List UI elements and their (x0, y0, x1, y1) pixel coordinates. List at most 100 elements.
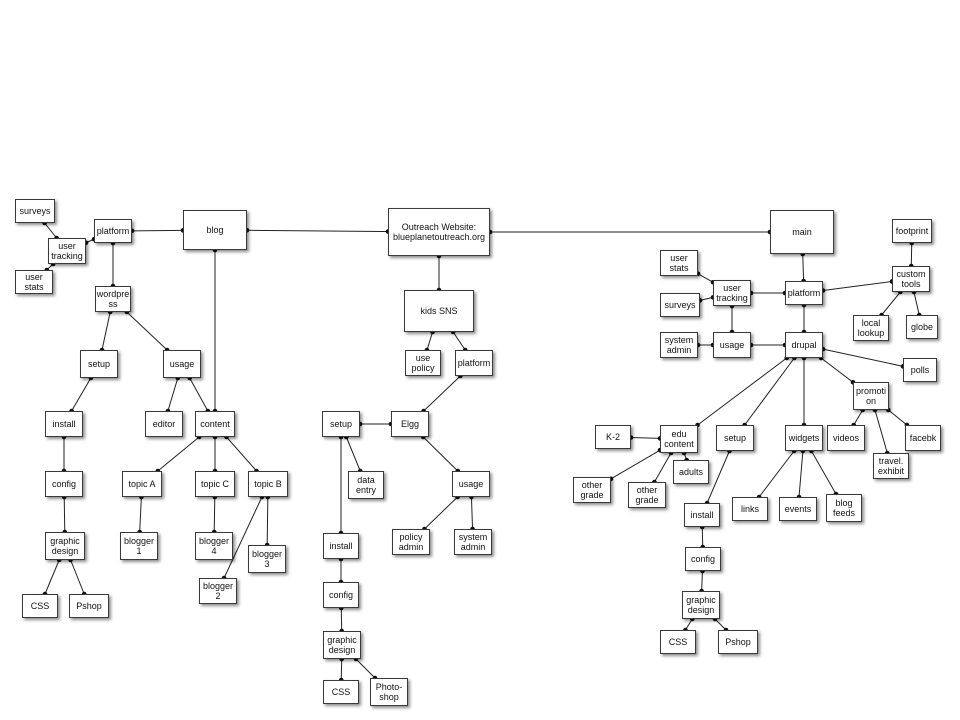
node-b-userstats: user stats (15, 270, 53, 294)
node-b-blogger4: blogger 4 (195, 532, 233, 560)
node-m-surveys: surveys (660, 293, 700, 317)
connector-k_usage-k_systemadmin (470, 496, 474, 530)
connector-m_educontent-m_othergrade1 (610, 449, 661, 480)
connector-root-blog (246, 229, 389, 233)
connector-blog-b_platform (131, 229, 184, 232)
node-k-graphic: graphic design (323, 631, 361, 659)
node-b-content: content (195, 411, 235, 437)
node-m-facebk: facebk (905, 425, 941, 451)
node-main: main (770, 210, 834, 254)
node-m-links: links (732, 497, 768, 521)
node-kids: kids SNS (404, 290, 474, 332)
connector-kids-k_usepolicy (426, 331, 434, 351)
node-m-blogfeeds: blog feeds (826, 494, 862, 522)
node-m-globe: globe (906, 315, 938, 339)
node-b-blogger2: blogger 2 (199, 578, 237, 604)
node-m-footprint: footprint (892, 219, 932, 243)
connector-m_k2-m_educontent (630, 437, 661, 439)
node-b-pshop: Pshop (69, 594, 109, 618)
node-m-drupal: drupal (785, 332, 823, 358)
node-b-usage: usage (163, 350, 201, 378)
node-k-install: install (323, 533, 359, 559)
node-m-othergrade1: other grade (573, 477, 611, 503)
connector-m_promotion-m_travel (874, 409, 888, 454)
connector-m_drupal-m_educontent (697, 357, 788, 426)
node-m-systemadmin: system admin (660, 332, 698, 358)
connector-b_topicB-b_blogger3 (266, 496, 269, 546)
connector-b_topicC-b_blogger4 (213, 496, 216, 533)
node-m-k2: K-2 (595, 425, 631, 449)
node-b-topicA: topic A (122, 471, 162, 497)
connector-b_config-b_graphic (63, 496, 66, 533)
connector-m_drupal-m_promotion (820, 357, 854, 383)
connector-b_wordpress-b_usage (126, 311, 168, 351)
connector-m_graphic-m_pshop (714, 618, 727, 631)
node-b-platform: platform (94, 219, 132, 243)
connector-b_usage-b_editor (167, 377, 179, 412)
connector-k_elgg-k_usage (422, 436, 459, 472)
node-m-polls: polls (903, 358, 937, 382)
connector-b_topicB-b_blogger2 (223, 496, 263, 579)
connector-m_userstats-m_usertracking (697, 273, 714, 283)
connector-m_customtools-m_locallookup (881, 291, 901, 316)
connector-m_educontent-m_othergrade2 (653, 452, 672, 483)
node-m-travel: travel. exhibit (873, 453, 909, 479)
node-k-dataentry: data entry (348, 471, 384, 499)
connector-b_content-b_topicA (157, 436, 200, 472)
node-m-educontent: edu content (660, 425, 698, 453)
connector-m_promotion-m_facebk (888, 409, 908, 426)
connector-b_wordpress-b_setup (101, 311, 111, 351)
node-k-usage: usage (452, 471, 490, 497)
node-m-setup: setup (716, 425, 754, 451)
node-b-topicB: topic B (248, 471, 288, 497)
node-m-platform: platform (785, 281, 823, 305)
node-m-graphic: graphic design (682, 591, 720, 619)
node-b-usertracking: user tracking (48, 238, 86, 264)
connector-m_widgets-m_blogfeeds (810, 450, 837, 495)
connector-m_widgets-m_links (758, 450, 795, 498)
node-b-css: CSS (22, 594, 58, 618)
connector-k_graphic-k_photoshop (355, 658, 376, 679)
node-k-css: CSS (323, 680, 359, 704)
connector-m_customtools-m_globe (913, 291, 920, 316)
node-m-config: config (685, 547, 721, 571)
node-m-adults: adults (673, 460, 709, 484)
node-b-install: install (45, 411, 83, 437)
node-b-blogger1: blogger 1 (120, 532, 158, 560)
node-m-events: events (779, 497, 817, 521)
node-m-usertracking: user tracking (713, 280, 751, 306)
node-m-locallookup: local lookup (853, 315, 889, 341)
node-k-platform: platform (455, 350, 493, 376)
node-m-othergrade2: other grade (628, 482, 666, 508)
node-b-topicC: topic C (195, 471, 235, 497)
node-root: Outreach Website: blueplanetoutreach.org (388, 208, 490, 256)
connector-main-m_platform (802, 253, 805, 282)
connector-b_surveys-b_usertracking (44, 222, 57, 239)
node-b-graphic: graphic design (45, 532, 85, 560)
node-k-policyadmin: policy admin (392, 529, 430, 555)
node-blog: blog (183, 210, 247, 250)
node-m-pshop: Pshop (718, 630, 758, 654)
node-b-wordpress: wordpre ss (95, 286, 131, 312)
node-b-setup: setup (80, 350, 118, 378)
connector-b_usage-b_content (189, 377, 209, 412)
connector-b_graphic-b_pshop (70, 559, 85, 595)
node-b-editor: editor (145, 411, 183, 437)
connector-m_widgets-m_events (798, 450, 804, 498)
connector-k_setup-k_dataentry (345, 436, 361, 472)
node-m-widgets: widgets (785, 425, 823, 451)
connector-b_setup-b_install (71, 377, 92, 412)
connector-m_config-m_graphic (701, 570, 703, 592)
connector-m_setup-m_install (706, 450, 730, 504)
node-k-systemadmin: system admin (454, 529, 492, 555)
connector-b_topicA-b_blogger1 (139, 496, 142, 533)
node-k-photoshop: Photo- shop (370, 678, 408, 706)
connector-m_drupal-m_polls (822, 348, 904, 367)
node-m-videos: videos (827, 425, 865, 451)
node-b-surveys: surveys (15, 199, 55, 223)
node-m-css: CSS (660, 630, 696, 654)
node-m-install: install (684, 503, 720, 527)
connector-m_promotion-m_videos (853, 409, 864, 426)
connector-m_platform-m_customtools (822, 280, 893, 292)
